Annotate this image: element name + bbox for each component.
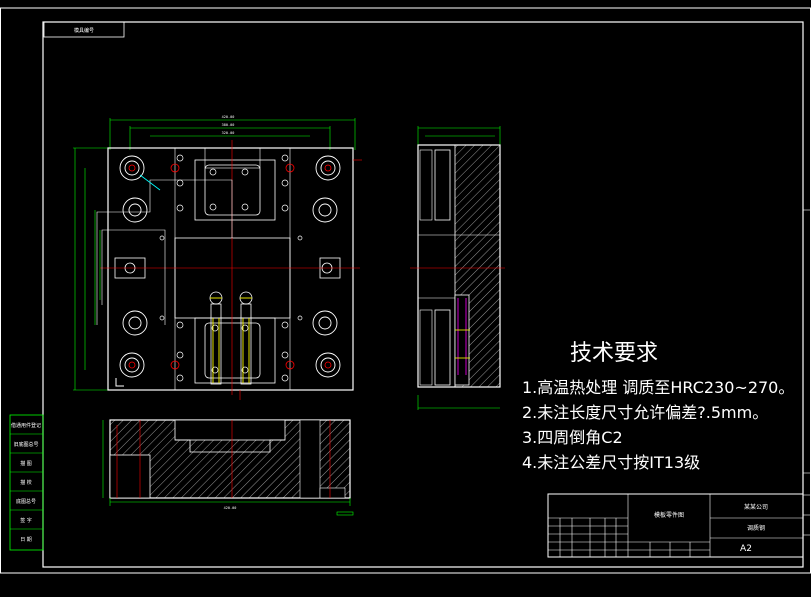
tech-requirements: 技术要求 1.高温热处理 调质至HRC230~270。 2.未注长度尺寸允许偏差… xyxy=(522,341,794,472)
tech-req-4: 4.未注公差尺寸按IT13级 xyxy=(522,453,700,472)
company-name: 某某公司 xyxy=(744,504,768,511)
strip-label-4: 描 校 xyxy=(20,479,32,486)
right-edge-marks xyxy=(803,209,811,536)
part-name: 模板零件图 xyxy=(654,511,684,519)
left-strip-table: 借通用件登记 旧底图总号 描 图 描 校 底图总号 签 字 日 期 xyxy=(9,414,44,551)
side-view xyxy=(410,126,505,410)
strip-label-5: 底图总号 xyxy=(16,498,36,505)
title-block: 模板零件图 某某公司 调质钢 A2 xyxy=(547,493,804,558)
drawing-number: A2 xyxy=(740,544,752,554)
svg-text:420.00: 420.00 xyxy=(224,506,237,510)
strip-label-1: 借通用件登记 xyxy=(11,422,41,429)
tech-title: 技术要求 xyxy=(570,341,658,366)
tech-req-3: 3.四周倒角C2 xyxy=(522,428,623,447)
material: 调质钢 xyxy=(747,524,765,532)
top-left-tag: 模具编号 xyxy=(74,27,94,34)
strip-label-6: 签 字 xyxy=(20,517,32,524)
svg-text:380.00: 380.00 xyxy=(222,123,235,127)
strip-label-3: 描 图 xyxy=(20,460,32,467)
top-left-tag-box: 模具编号 xyxy=(43,21,125,38)
tech-req-1: 1.高温热处理 调质至HRC230~270。 xyxy=(522,378,794,397)
strip-label-2: 旧底图总号 xyxy=(13,441,38,448)
strip-label-7: 日 期 xyxy=(20,537,32,543)
section-view: 420.00 xyxy=(102,419,354,516)
plan-view: 420.00 380.00 320.00 xyxy=(73,115,362,400)
svg-text:420.00: 420.00 xyxy=(222,115,235,119)
tech-req-2: 2.未注长度尺寸允许偏差?.5mm。 xyxy=(522,403,768,422)
svg-text:320.00: 320.00 xyxy=(222,131,235,135)
